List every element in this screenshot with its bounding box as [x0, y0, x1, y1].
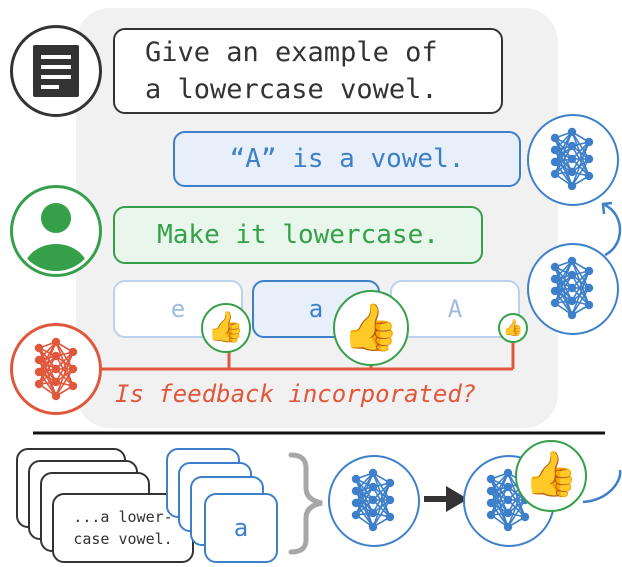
feedback-bubble: Make it lowercase. [113, 206, 483, 264]
model-reply-bubble: “A” is a vowel. [173, 131, 521, 187]
neural-network-icon [328, 455, 420, 547]
thumbs-up-icon: 👍 [333, 290, 409, 366]
thumbs-up-icon: 👍 [201, 303, 251, 353]
question-text: Is feedback incorporated? [115, 380, 477, 408]
neural-network-icon [527, 114, 619, 206]
example-answer-card: a [204, 493, 278, 563]
thumbs-up-icon: 👍 [498, 313, 528, 343]
candidate-A-label: A [447, 295, 463, 323]
model-reply-text: “A” is a vowel. [229, 144, 465, 174]
neural-network-icon [527, 243, 619, 335]
prompt-line-1: Give an example of [145, 37, 438, 68]
candidate-e-label: e [170, 295, 186, 323]
document-icon [10, 25, 102, 117]
prompt-bubble: Give an example of a lowercase vowel. [113, 28, 503, 114]
user-avatar-icon [10, 185, 102, 277]
prompt-line-2: a lowercase vowel. [145, 74, 438, 105]
neural-network-icon [10, 323, 102, 415]
thumbs-up-icon: 👍 [515, 440, 587, 512]
example-line-2: case vowel. [73, 530, 173, 548]
candidate-a-label: a [308, 295, 324, 323]
feedback-text: Make it lowercase. [157, 220, 439, 250]
example-line-1: ...a lower- [73, 508, 173, 526]
example-answer-text: a [233, 514, 249, 542]
